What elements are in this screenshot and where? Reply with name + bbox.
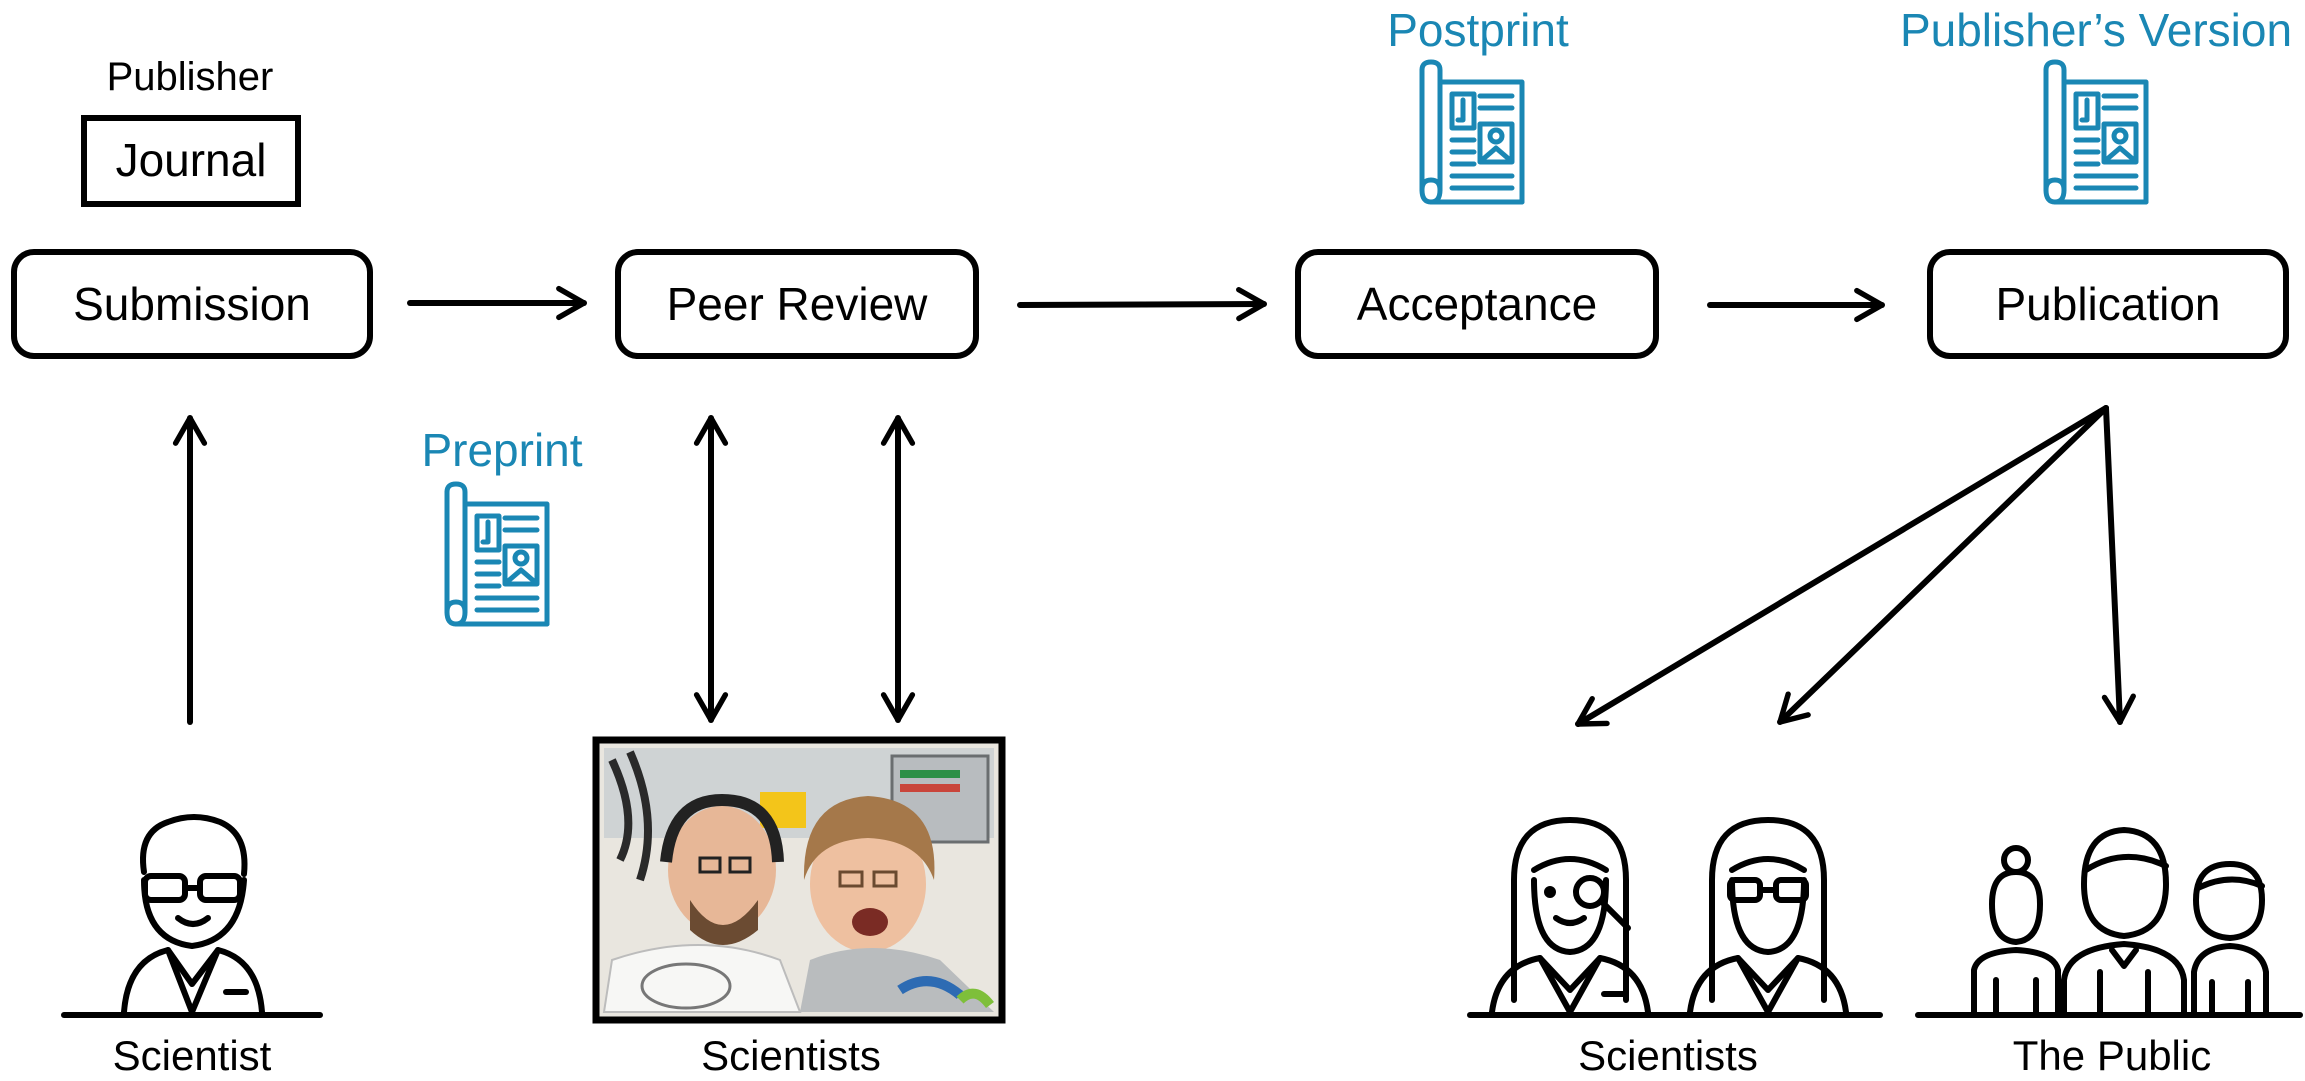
stage-publication-label: Publication bbox=[1995, 278, 2220, 330]
reader-scientists-caption: Scientists bbox=[1578, 1032, 1758, 1079]
scientist-reader-monocle-icon bbox=[1489, 817, 1651, 1015]
publisher-label: Publisher bbox=[107, 55, 274, 99]
stage-publication: Publication bbox=[1927, 249, 2289, 359]
preprint-document-icon bbox=[447, 484, 547, 624]
public-group-icon bbox=[1915, 827, 2303, 1018]
public-caption: The Public bbox=[2013, 1032, 2211, 1079]
journal-box: Journal bbox=[81, 115, 301, 207]
journal-label: Journal bbox=[116, 134, 267, 186]
publishers-version-document-icon bbox=[2046, 62, 2146, 202]
scientist-reader-glasses-icon bbox=[1687, 817, 1849, 1015]
arrow-publication-to-public bbox=[2101, 405, 2136, 725]
publishers-version-label: Publisher’s Version bbox=[1900, 4, 2292, 56]
stage-submission-label: Submission bbox=[73, 278, 311, 330]
author-caption: Scientist bbox=[113, 1032, 272, 1079]
stage-submission: Submission bbox=[11, 249, 373, 359]
scientist-author-icon bbox=[61, 814, 323, 1018]
stage-peer-review: Peer Review bbox=[615, 249, 979, 359]
stage-peer-review-label: Peer Review bbox=[667, 278, 929, 330]
postprint-label: Postprint bbox=[1387, 4, 1569, 56]
stage-acceptance: Acceptance bbox=[1295, 249, 1659, 359]
arrow-publication-to-scientist-2 bbox=[1777, 405, 2109, 725]
arrow-publication-to-scientist-1 bbox=[1575, 405, 2109, 727]
reviewers-photo bbox=[592, 736, 1006, 1024]
preprint-label: Preprint bbox=[421, 424, 582, 476]
reviewers-caption: Scientists bbox=[701, 1032, 881, 1079]
postprint-document-icon bbox=[1422, 62, 1522, 202]
stage-acceptance-label: Acceptance bbox=[1357, 278, 1597, 330]
arrow-review-to-acceptance bbox=[1017, 287, 1267, 322]
